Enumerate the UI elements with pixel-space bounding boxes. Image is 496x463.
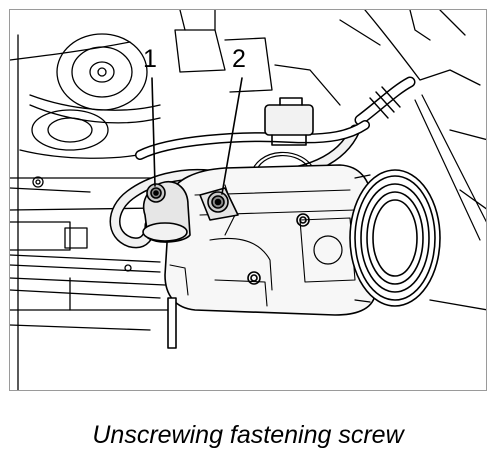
compressor-body	[164, 164, 376, 349]
leader-lines	[151, 77, 243, 195]
callout-1: 1	[143, 45, 157, 73]
clutch-pulley	[349, 169, 441, 307]
frame-rails	[10, 176, 171, 331]
compressor-line-drawing	[10, 10, 486, 390]
electrical-connector	[264, 97, 314, 146]
screw-1	[146, 183, 166, 203]
figure-caption: Unscrewing fastening screw	[92, 421, 404, 449]
callout-2: 2	[232, 45, 246, 73]
illustration-frame: 1 2	[9, 9, 487, 391]
screw-2	[199, 187, 239, 221]
engine-background-right	[339, 10, 486, 311]
